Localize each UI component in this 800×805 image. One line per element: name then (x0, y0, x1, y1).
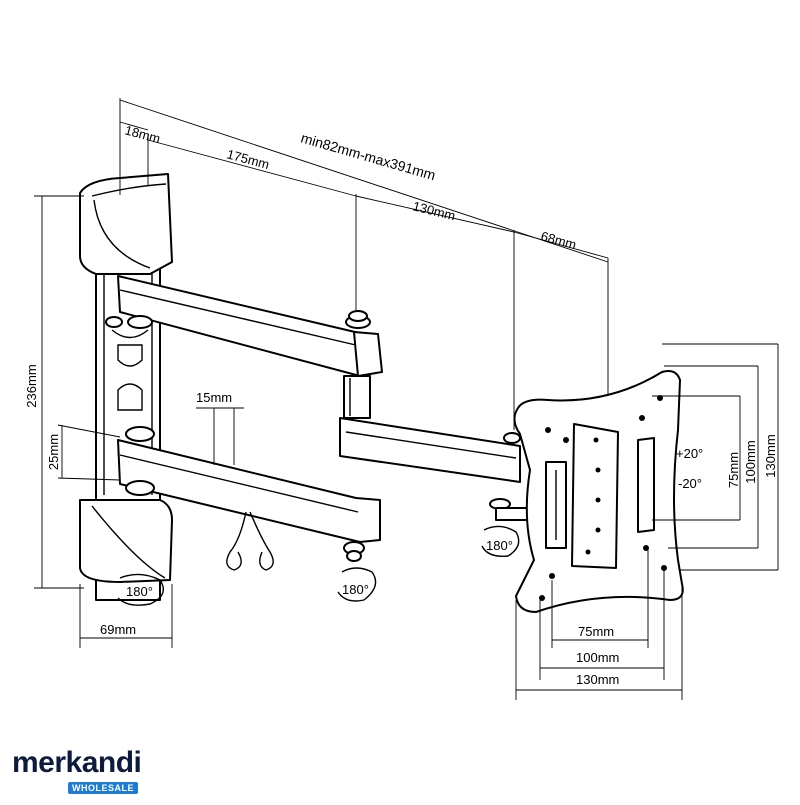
rotation-arrows (117, 525, 520, 606)
vesa-h-75-label: 75mm (726, 452, 741, 488)
wall-depth-label: 18mm (123, 122, 162, 146)
plate-width-label: 69mm (100, 622, 136, 637)
arm-gap-label: 15mm (196, 390, 232, 405)
lower-arm (117, 426, 381, 562)
head-rotation-label: 180° (486, 538, 513, 553)
arm-height-label: 25mm (46, 434, 61, 470)
tilt-down-label: -20° (678, 476, 702, 491)
height-label: 236mm (24, 364, 39, 407)
arm2-label: 130mm (411, 198, 457, 223)
arm1-label: 175mm (225, 146, 271, 172)
brand-name: merkandi (12, 746, 142, 779)
upper-arm (105, 275, 383, 377)
wall-rotation-label: 180° (126, 584, 153, 599)
reach-label: min82mm-max391mm (299, 130, 437, 184)
dimension-lines (34, 98, 779, 700)
joint-column (343, 375, 371, 419)
vesa-h-100-label: 100mm (743, 440, 758, 483)
brand-logo: merkandi WHOLESALE (12, 746, 142, 796)
vesa-h-130-label: 130mm (763, 434, 778, 477)
head-label: 68mm (539, 228, 578, 252)
brand-tagline: WHOLESALE (68, 782, 138, 794)
vesa-plate (513, 370, 684, 613)
vesa-w-75-label: 75mm (578, 624, 614, 639)
wall-plate (79, 173, 173, 601)
vesa-w-100-label: 100mm (576, 650, 619, 665)
arm-rotation-label: 180° (342, 582, 369, 597)
tilt-up-label: +20° (676, 446, 703, 461)
cable-clip (226, 511, 274, 571)
vesa-w-130-label: 130mm (576, 672, 619, 687)
